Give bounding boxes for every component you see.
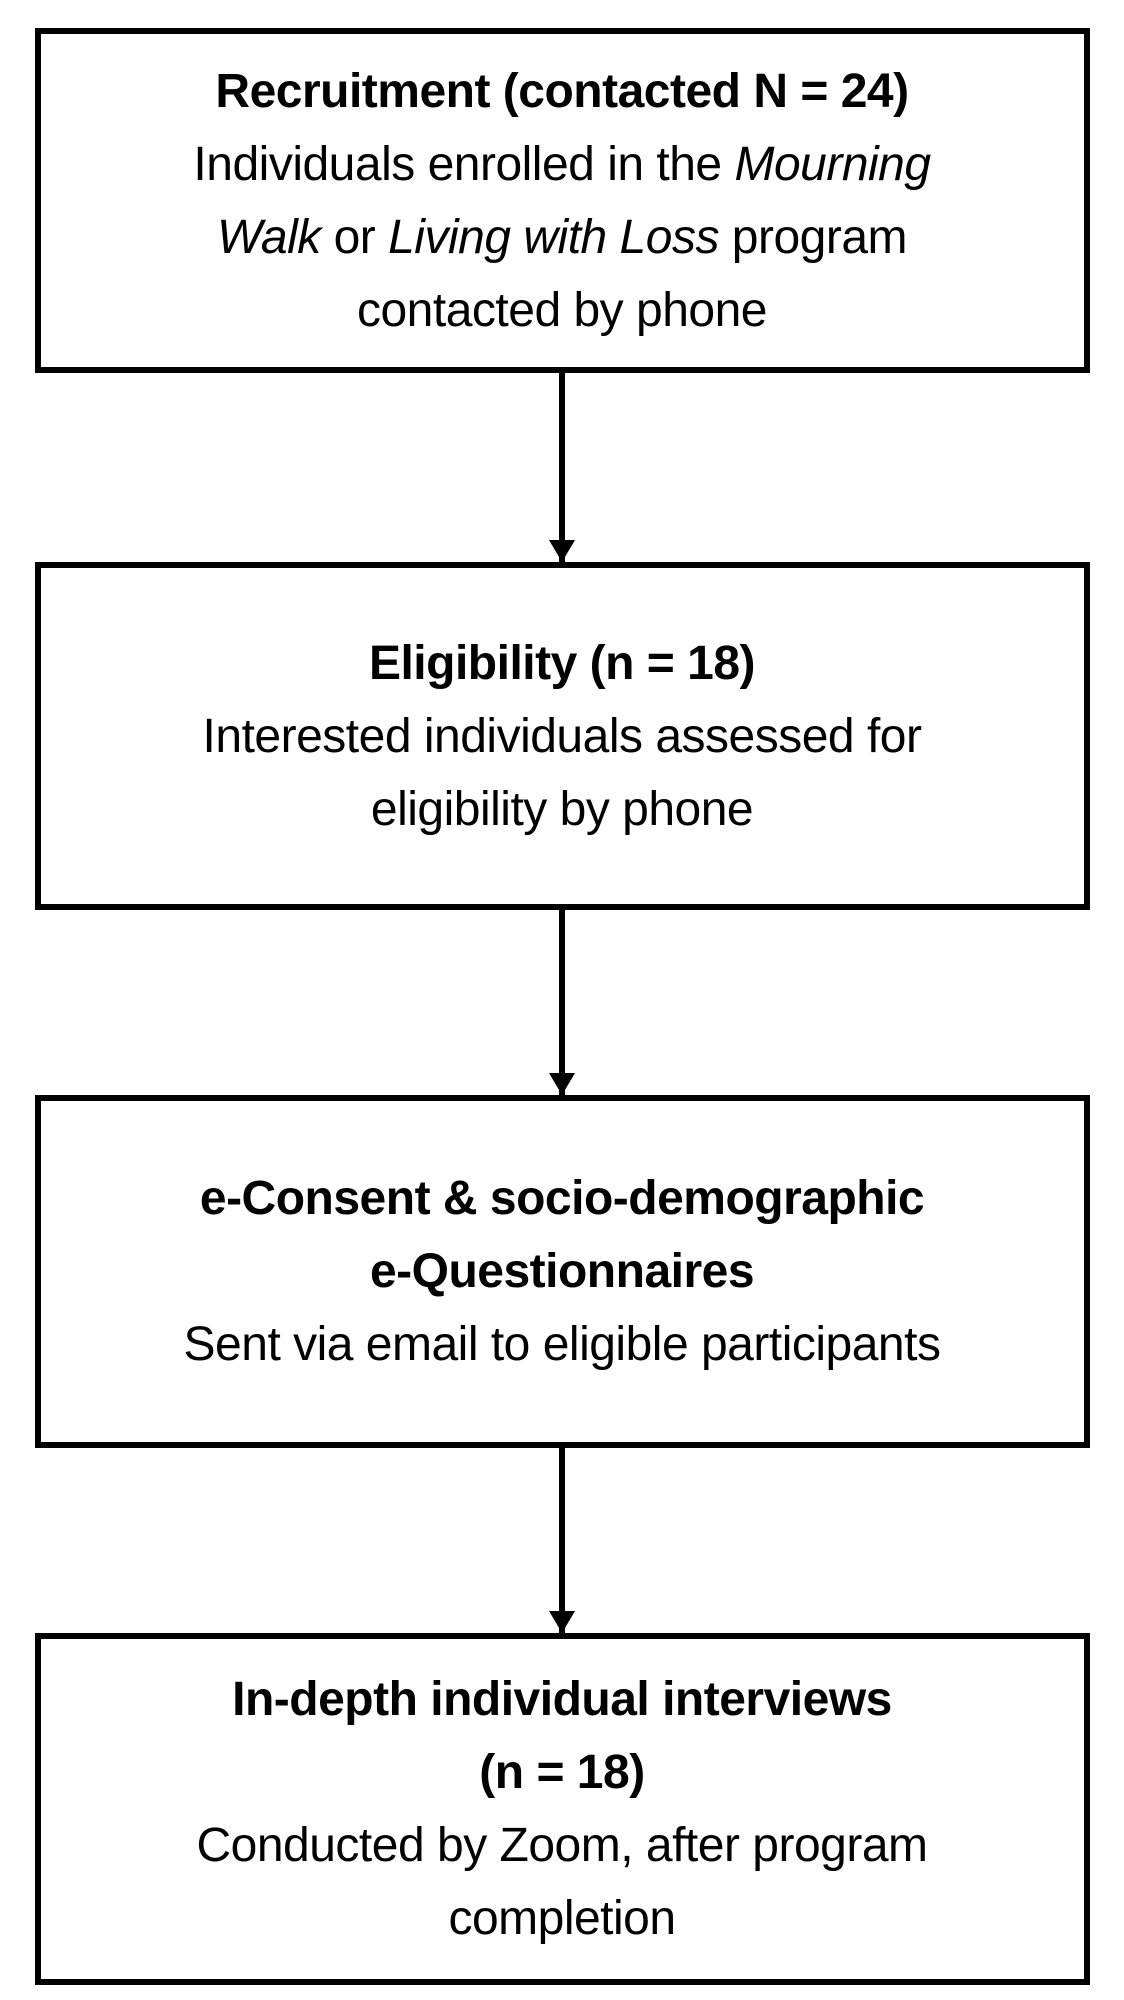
text-segment: Conducted by Zoom, after program: [196, 1819, 928, 1872]
text-segment: Individuals enrolled in the: [193, 137, 735, 191]
flow-box-recruitment: Recruitment (contacted N = 24) Individua…: [34, 28, 1090, 373]
down-arrow-connector-e-consent-questionnaires-to-interviews: [549, 1448, 575, 1633]
italic-text-segment: Living with Loss: [388, 210, 719, 264]
arrow-head-icon: [549, 1611, 575, 1633]
box-title-line: Eligibility (n = 18): [368, 636, 756, 690]
text-segment: Sent via email to eligible participants: [183, 1318, 941, 1371]
box-body-line: eligibility by phone: [203, 773, 922, 846]
box-body-line: Individuals enrolled in the Mourning: [193, 128, 931, 201]
italic-text-segment: Walk: [216, 210, 321, 264]
box-body: Conducted by Zoom, after program completi…: [196, 1809, 928, 1955]
text-segment: eligibility by phone: [370, 782, 754, 836]
arrow-head-icon: [549, 1073, 575, 1095]
box-body-line: contacted by phone: [193, 274, 930, 347]
box-body: Interested individuals assessed for eligi…: [203, 700, 922, 846]
box-body-line: Sent via email to eligible participants: [184, 1308, 941, 1381]
box-title-line: Recruitment (contacted N = 24): [215, 64, 909, 118]
text-segment: program: [718, 210, 908, 264]
arrow-head-icon: [549, 540, 575, 562]
flow-box-e-consent-questionnaires: e-Consent & socio-demographic e-Questionn…: [34, 1095, 1090, 1448]
box-title: Recruitment (contacted N = 24): [215, 55, 909, 128]
box-body-line: Conducted by Zoom, after program: [196, 1809, 928, 1882]
box-body: Sent via email to eligible participants: [184, 1308, 941, 1381]
text-segment: Interested individuals assessed for: [202, 709, 922, 763]
down-arrow-connector-recruitment-to-eligibility: [549, 373, 575, 562]
box-title-line: (n = 18): [479, 1746, 645, 1799]
italic-text-segment: Mourning: [734, 137, 931, 191]
box-title-line: e-Questionnaires: [369, 1245, 755, 1298]
flow-box-eligibility: Eligibility (n = 18) Interested individu…: [34, 562, 1090, 910]
down-arrow-connector-eligibility-to-e-consent-questionnaires: [549, 910, 575, 1095]
flow-box-interviews: In-depth individual interviews (n = 18) C…: [34, 1633, 1090, 1985]
box-title-line: e-Consent & socio-demographic: [199, 1172, 925, 1225]
text-segment: or: [320, 210, 389, 264]
box-title: In-depth individual interviews (n = 18): [232, 1663, 892, 1809]
box-body-line: completion: [196, 1882, 927, 1955]
box-title-line: In-depth individual interviews: [232, 1673, 892, 1726]
box-title: e-Consent & socio-demographic e-Questionn…: [199, 1162, 925, 1308]
text-segment: completion: [448, 1892, 676, 1945]
box-title: Eligibility (n = 18): [368, 627, 756, 700]
box-body-line: Walk or Living with Loss program: [193, 201, 930, 274]
text-segment: contacted by phone: [356, 283, 768, 337]
box-body-line: Interested individuals assessed for: [203, 700, 922, 773]
